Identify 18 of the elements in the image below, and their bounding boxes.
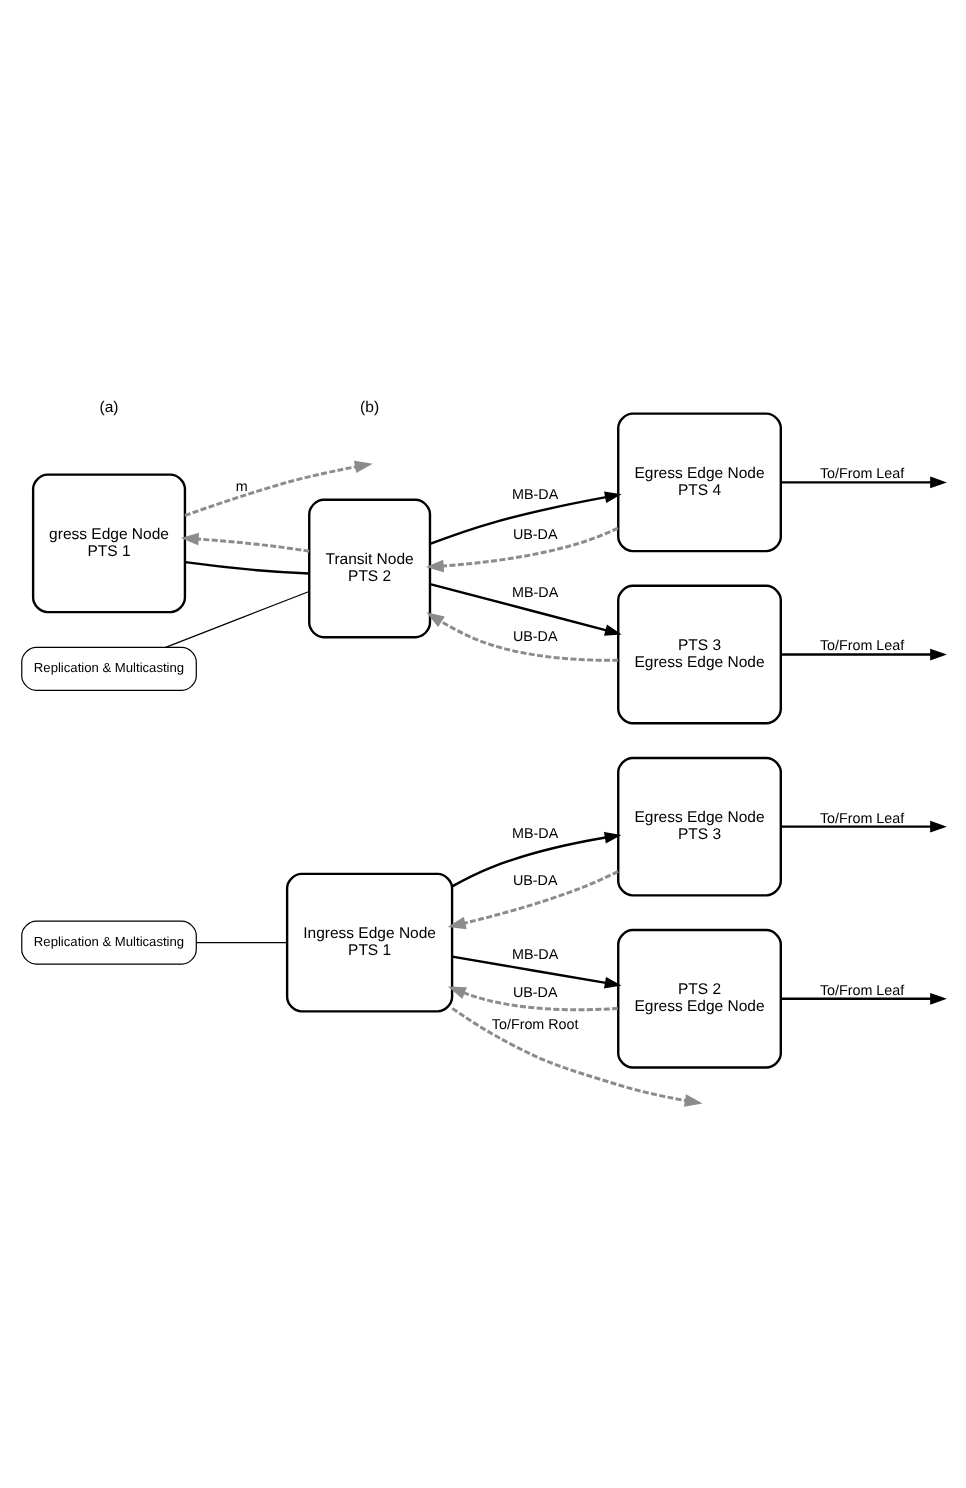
arrow: [426, 611, 619, 661]
arrow: [780, 991, 947, 1004]
arrow: [451, 830, 622, 887]
arrow: [451, 954, 622, 988]
connector: [195, 941, 288, 943]
arrow: [780, 819, 947, 832]
connector: [185, 560, 310, 574]
arrow: [780, 647, 947, 660]
arrow: [180, 531, 310, 552]
arrow: [447, 985, 618, 1011]
arrow: [184, 459, 373, 516]
arrow: [429, 581, 622, 635]
arrow: [447, 869, 619, 929]
arrow: [425, 525, 619, 572]
connector: [165, 589, 310, 647]
arrow: [429, 490, 622, 545]
arrow: [451, 1006, 703, 1106]
arrow: [780, 475, 947, 488]
